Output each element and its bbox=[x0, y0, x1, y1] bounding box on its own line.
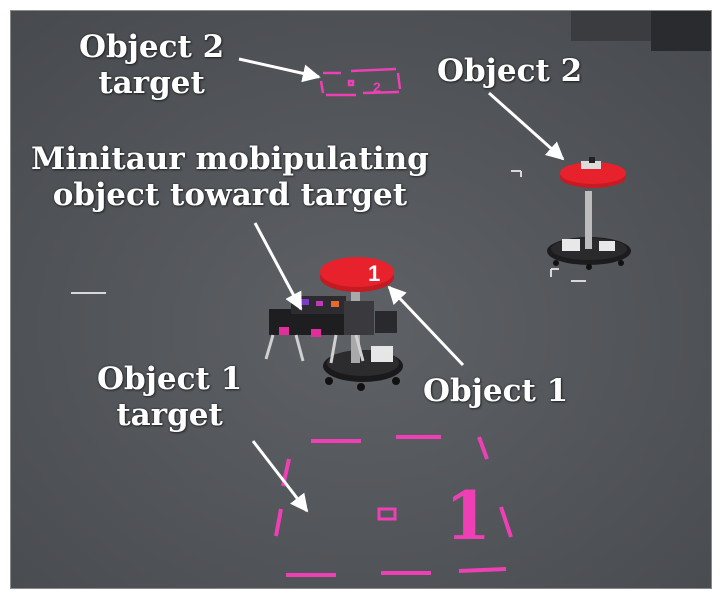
object1-target-digit: 1 bbox=[445, 477, 491, 555]
annotation-arrows bbox=[238, 57, 565, 513]
label-object2: Object 2 bbox=[437, 53, 582, 89]
label-minitaur-line2: object toward target bbox=[52, 177, 408, 213]
label-object1: Object 1 bbox=[423, 373, 568, 409]
object1-target-tape bbox=[274, 435, 513, 577]
arrow-object1 bbox=[387, 285, 465, 367]
object1-stool-digit: 1 bbox=[368, 261, 380, 286]
object2-target-tape bbox=[319, 67, 402, 97]
label-minitaur-line1: Minitaur mobipulating bbox=[31, 141, 429, 177]
label-object1-text: Object 1 bbox=[423, 373, 569, 409]
arrow-object2-target bbox=[238, 57, 321, 83]
floor-tape-marks bbox=[71, 170, 586, 294]
label-object1-target: Object 1 target bbox=[97, 361, 242, 433]
label-object2-text: Object 2 bbox=[437, 53, 583, 89]
floor-scene: 2 1 bbox=[11, 11, 711, 588]
minitaur-robot bbox=[264, 296, 397, 364]
carpet-floor bbox=[11, 11, 711, 588]
label-object1-target-line2: target bbox=[116, 397, 223, 433]
object2-stool bbox=[547, 157, 631, 270]
far-equipment bbox=[651, 11, 711, 51]
arrow-minitaur bbox=[253, 222, 303, 311]
label-object2-target-line2: target bbox=[98, 65, 205, 101]
arrow-object2 bbox=[488, 91, 565, 161]
label-object2-target-line1: Object 2 bbox=[79, 29, 225, 65]
label-object1-target-line1: Object 1 bbox=[97, 361, 243, 397]
label-minitaur: Minitaur mobipulating object toward targ… bbox=[31, 141, 429, 213]
arrow-object1-target bbox=[251, 440, 309, 513]
annotated-photo: 2 1 bbox=[10, 10, 712, 589]
object2-target-digit: 2 bbox=[373, 79, 381, 95]
label-object2-target: Object 2 target bbox=[79, 29, 224, 101]
